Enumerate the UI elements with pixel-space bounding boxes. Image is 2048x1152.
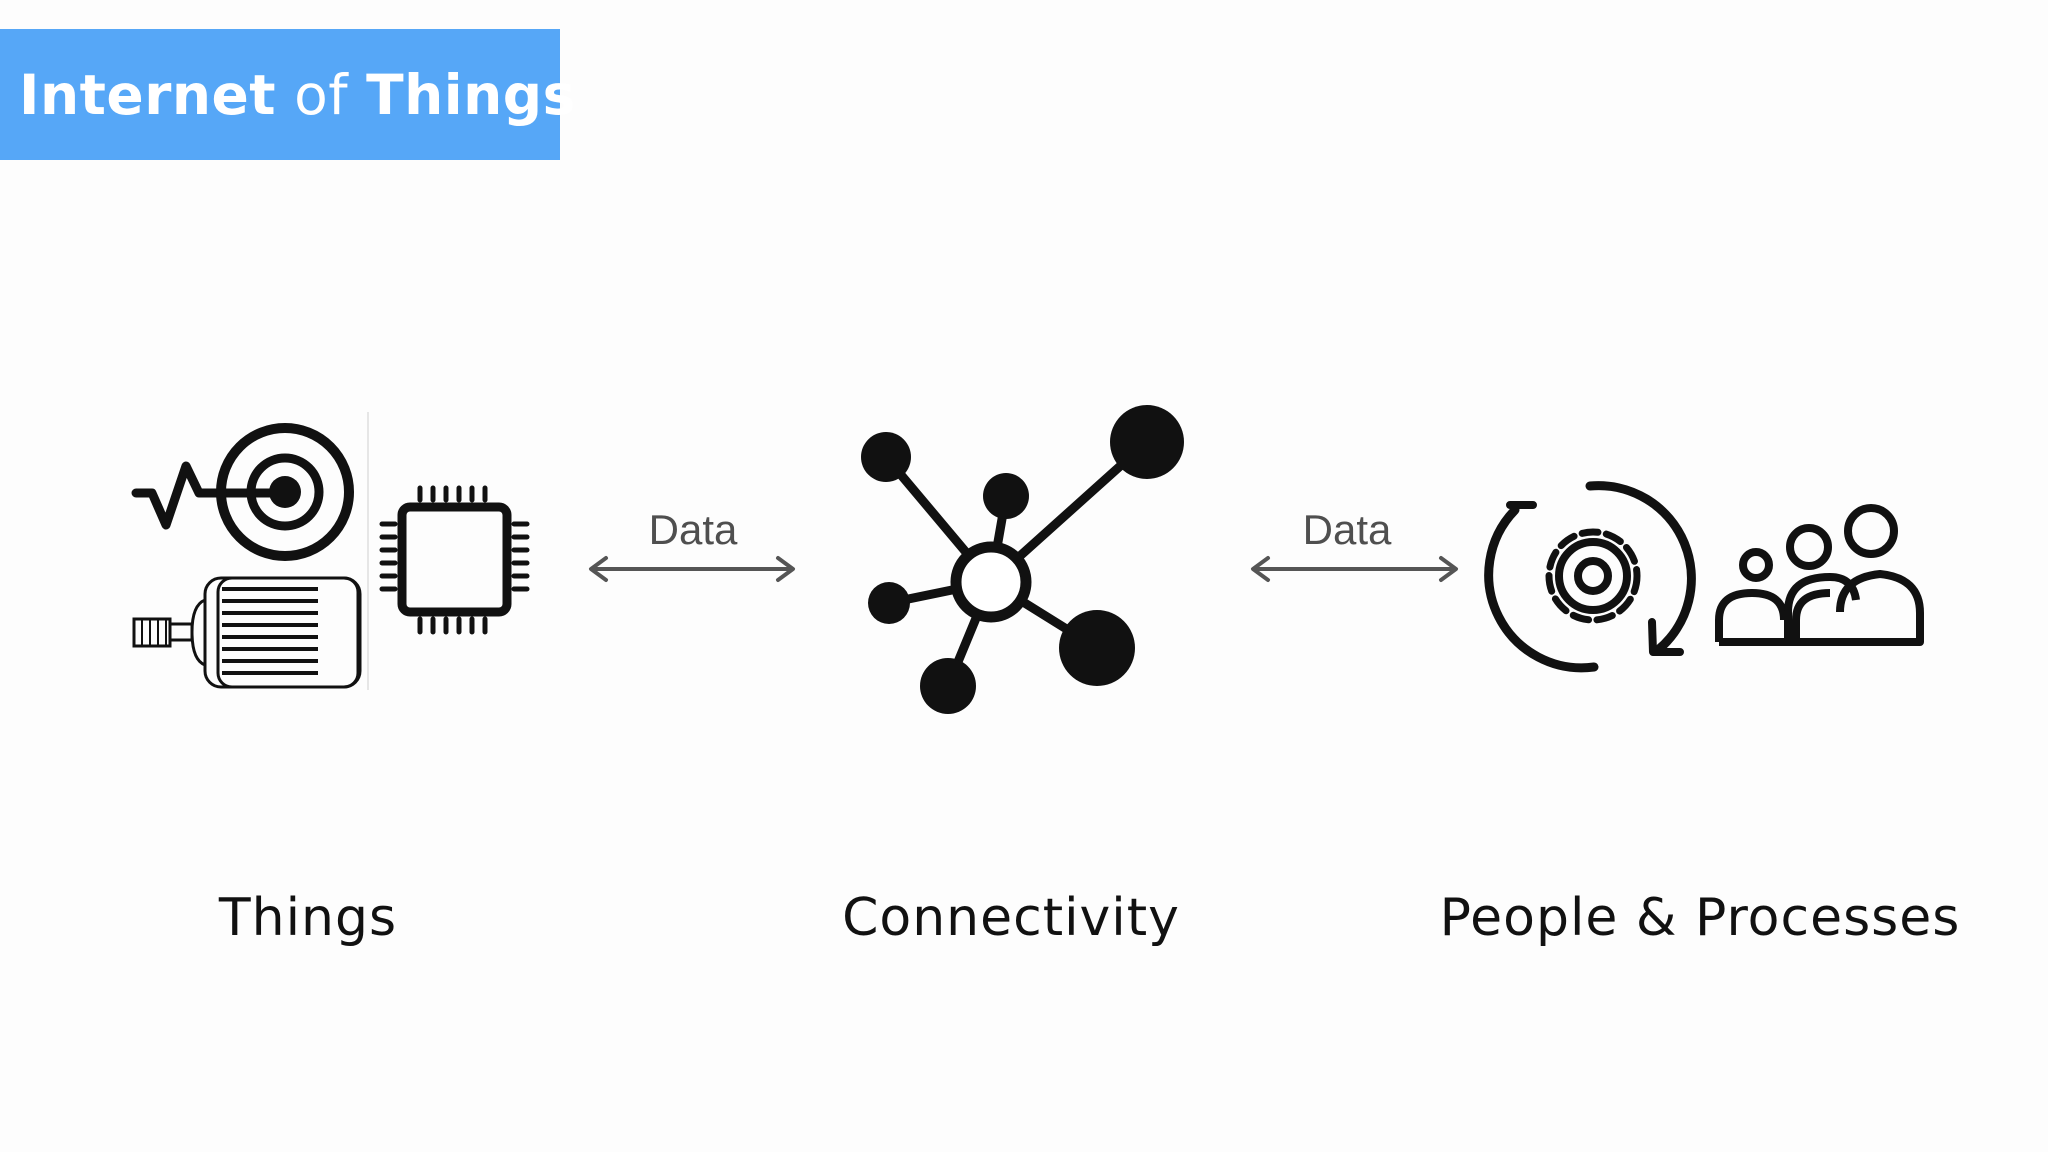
connectivity-label: Connectivity	[842, 888, 1180, 948]
motor-icon	[132, 576, 362, 689]
title-word-things: Things	[366, 62, 576, 127]
bidirectional-arrow-2	[1251, 556, 1458, 582]
sensor-signal-icon	[131, 423, 354, 561]
network-hub-icon	[861, 405, 1184, 714]
gear-cycle-icon	[1484, 481, 1696, 673]
title-word-of: of	[294, 62, 349, 127]
title-word-internet: Internet	[19, 62, 277, 127]
data-flow-label-1: Data	[648, 506, 738, 553]
data-flow-label-2: Data	[1302, 506, 1392, 553]
people-processes-label: People & Processes	[1439, 888, 1961, 948]
title-banner: Internet of Things	[0, 29, 575, 160]
bidirectional-arrow-1	[589, 556, 795, 582]
slide-title: Internet of Things	[19, 63, 576, 127]
things-label: Things	[218, 888, 398, 948]
people-group-icon	[1715, 504, 1924, 646]
microchip-icon	[379, 485, 530, 635]
